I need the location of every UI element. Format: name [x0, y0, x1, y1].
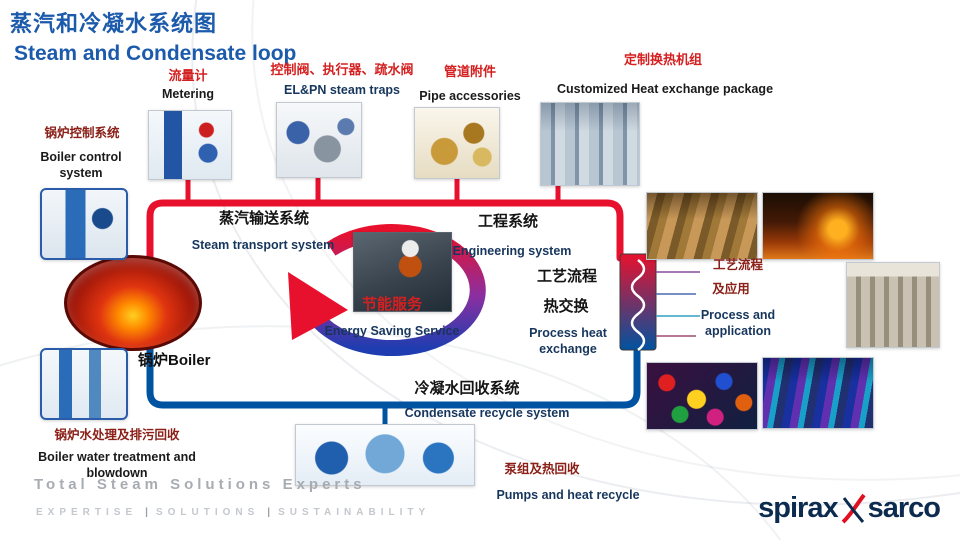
boiler-control-label-cn: 锅炉控制系统 — [44, 126, 120, 140]
boiler-label: 锅炉Boiler — [138, 352, 211, 369]
process-heat-label-cn1: 工艺流程 — [536, 268, 597, 285]
condensate-recycle-label-en: Condensate recycle system — [404, 406, 570, 420]
textile-spools-photo — [762, 357, 874, 429]
process-heat-label-en: Process heat exchange — [529, 326, 607, 356]
pipe-accessories-label-cn: 管道附件 — [443, 64, 496, 79]
water-treatment-label-cn: 锅炉水处理及排污回收 — [54, 428, 180, 442]
slide-title-cn: 蒸汽和冷凝水系统图 — [10, 11, 218, 36]
boiler-control-photo — [40, 188, 128, 260]
industrial-rollers-photo — [646, 192, 758, 260]
boiler-graphic — [64, 255, 202, 351]
footer-keywords: EXPERTISE | SOLUTIONS | SUSTAINABILITY — [36, 507, 430, 518]
pumps-label-en: Pumps and heat recycle — [496, 488, 640, 502]
control-valves-label-cn: 控制阀、执行器、疏水阀 — [270, 62, 414, 77]
pumps-photo — [295, 424, 475, 486]
boiler-control-label-en: Boiler control system — [40, 150, 122, 180]
keyword-separator: | — [145, 507, 148, 518]
keyword-sustainability: SUSTAINABILITY — [278, 507, 431, 518]
steam-transport-label-en: Steam transport system — [191, 238, 335, 252]
keyword-expertise: EXPERTISE — [36, 507, 138, 518]
engineering-label-en: Engineering system — [452, 244, 572, 258]
logo-x-mark — [841, 493, 866, 524]
energy-saving-label-en: Energy Saving Service — [324, 324, 460, 338]
steam-transport-label-cn: 蒸汽输送系统 — [218, 210, 309, 227]
water-treatment-label-en: Boiler water treatment and blowdown — [38, 450, 196, 480]
pipe-accessories-photo — [414, 107, 500, 179]
logo-sarco-text: sarco — [867, 492, 941, 524]
process-application-label-en: Process and application — [700, 308, 776, 338]
steam-traps-photo — [276, 102, 362, 178]
logo-spirax-text: spirax — [758, 492, 838, 524]
slide-title-en: Steam and Condensate loop — [14, 42, 297, 65]
condensate-recycle-label-cn: 冷凝水回收系统 — [414, 380, 520, 397]
keyword-solutions: SOLUTIONS — [155, 507, 260, 518]
energy-saving-label-cn: 节能服务 — [361, 296, 422, 313]
engineering-label-cn: 工程系统 — [477, 213, 538, 230]
spirax-sarco-logo: spirax sarco — [758, 492, 941, 525]
pumps-label-cn: 泵组及热回收 — [504, 462, 580, 476]
process-heat-label-cn2: 热交换 — [543, 298, 589, 315]
metering-label-cn: 流量计 — [168, 68, 208, 83]
metering-photo — [148, 110, 232, 180]
water-treatment-photo — [40, 348, 128, 420]
heat-exchanger — [619, 253, 657, 351]
process-application-label-cn1: 工艺流程 — [712, 258, 763, 272]
heat-exchange-package-photo — [540, 102, 640, 186]
footer-tagline: Total Steam Solutions Experts — [34, 476, 366, 493]
metering-label-en: Metering — [161, 87, 215, 101]
heat-exchange-package-label-cn: 定制换热机组 — [623, 52, 702, 67]
heat-exchange-package-label-en: Customized Heat exchange package — [556, 82, 774, 96]
process-application-label-cn2: 及应用 — [712, 282, 750, 296]
pharma-pills-photo — [646, 362, 758, 430]
building-photo — [846, 262, 940, 348]
pipe-accessories-label-en: Pipe accessories — [419, 89, 521, 103]
keyword-separator: | — [267, 507, 271, 518]
steam-traps-label-en: EL&PN steam traps — [283, 83, 400, 97]
refinery-photo — [762, 192, 874, 260]
heat-exchanger-coil — [630, 259, 646, 351]
